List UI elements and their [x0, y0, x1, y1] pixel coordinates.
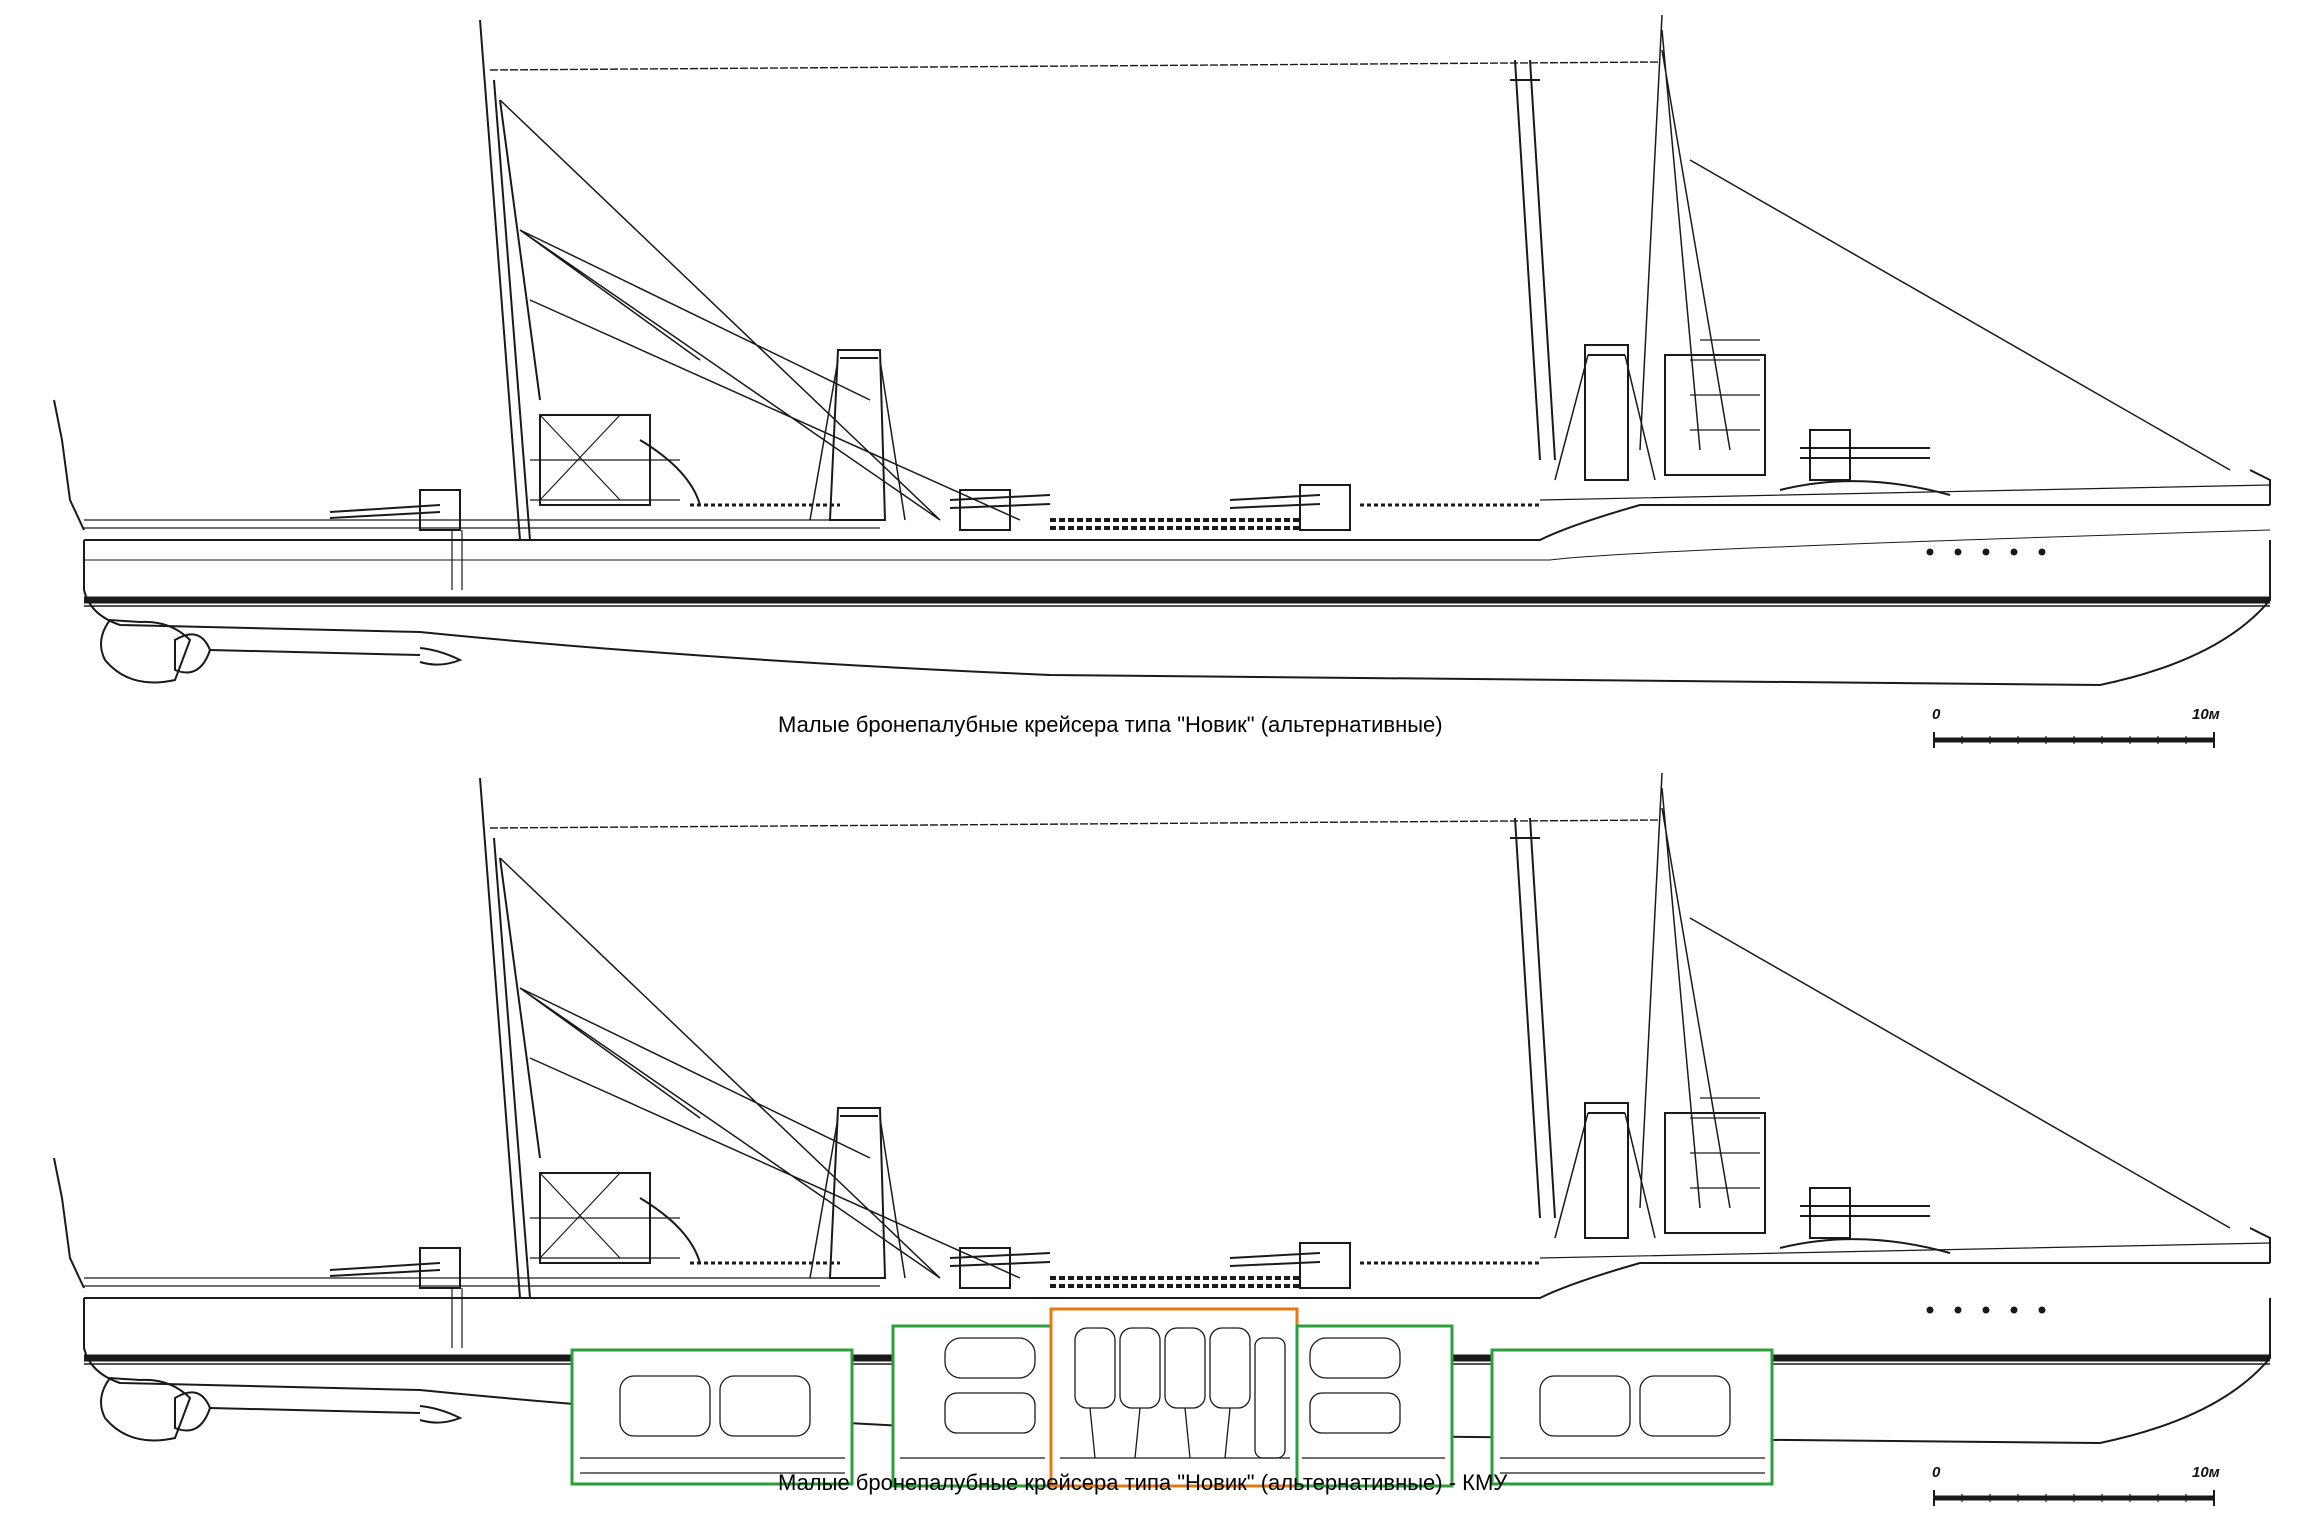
engine-room — [1049, 1307, 1299, 1488]
midship-gun-1 — [949, 489, 1051, 531]
ship-drawing-panel-top: Малые бронепалубные крейсера типа "Новик… — [53, 14, 2271, 748]
ship-profile-drawing-top — [53, 14, 2271, 748]
scale-label-ten: 10м — [2192, 1464, 2220, 1481]
ship-drawing-panel-bottom: Малые бронепалубные крейсера типа "Новик… — [0, 758, 2306, 1516]
mainmast-aft — [479, 19, 541, 541]
deck-rail — [84, 484, 2271, 529]
scale-bar — [1933, 732, 2215, 748]
drawing-caption: Малые бронепалубные крейсера типа "Новик… — [778, 712, 1443, 737]
funnel-fore — [1584, 344, 1629, 481]
funnel-aft — [828, 349, 887, 521]
forward-gun — [1800, 429, 1930, 481]
boat-boom — [1510, 59, 1556, 461]
drawing-caption: Малые бронепалубные крейсера типа "Новик… — [778, 1470, 1508, 1495]
aft-gun — [329, 489, 461, 531]
rudder — [100, 618, 192, 684]
scale-label-ten: 10м — [2192, 706, 2220, 723]
ship-profile-drawing-bottom — [53, 772, 2271, 1506]
boiler-room-aft — [570, 1348, 854, 1486]
boiler-room-fwd-2 — [1490, 1348, 1774, 1486]
boiler-room-mid — [891, 1324, 1053, 1488]
scale-label-zero: 0 — [1932, 706, 1941, 723]
propeller-shaft — [209, 647, 463, 666]
hull-outline — [83, 540, 2271, 687]
scale-label-zero: 0 — [1932, 1464, 1941, 1481]
foremast — [1639, 14, 2231, 471]
propeller — [174, 633, 212, 674]
scale-bar — [1933, 1490, 2215, 1506]
forward-bridge — [1664, 354, 1766, 476]
hull-sheer-line — [84, 504, 2270, 541]
midship-gun-2 — [1229, 484, 1351, 531]
boiler-room-fwd-1 — [1295, 1324, 1454, 1488]
